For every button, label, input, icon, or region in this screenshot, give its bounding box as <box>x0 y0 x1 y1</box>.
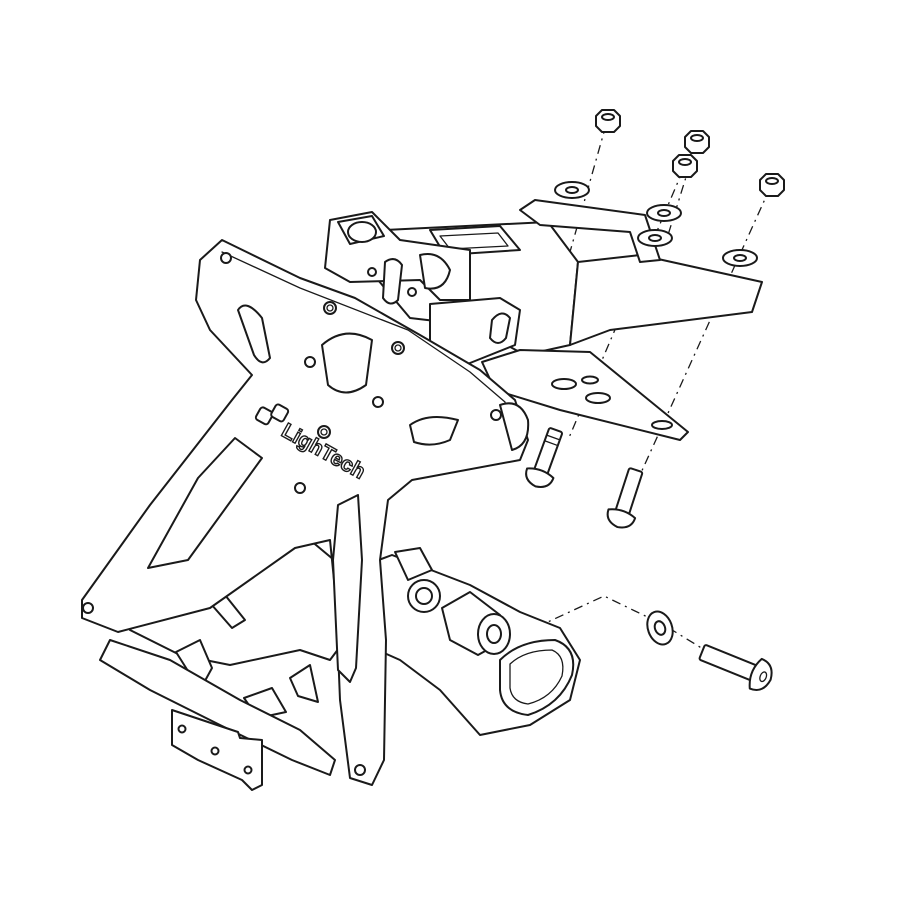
cutout-right-leg <box>332 494 363 683</box>
hinge-pin-end <box>347 221 377 243</box>
cutout-lower-right <box>289 664 319 703</box>
swing-bracket-slot-inner <box>509 649 564 705</box>
holder-hole-3-inner <box>394 344 402 352</box>
holder-pivot-boss <box>499 402 530 451</box>
axis-line-5 <box>497 595 709 653</box>
holder-hole-6-inner <box>320 428 328 436</box>
holder-hole-1 <box>220 252 232 264</box>
washer <box>722 249 758 267</box>
holder-hole-5 <box>372 396 384 408</box>
hinge-hole-1 <box>367 267 377 277</box>
hinge-slot <box>382 258 403 305</box>
plate-hole-2 <box>585 392 611 404</box>
hex-nut <box>672 154 698 178</box>
spacer-bore <box>486 624 502 644</box>
hinge-knuckle <box>419 253 451 290</box>
swing-upper-tab <box>394 547 433 581</box>
fasteners <box>525 109 785 691</box>
swing-bracket-slot <box>499 639 575 716</box>
plate-hole-4 <box>581 375 599 385</box>
tab-hole-3 <box>243 765 253 775</box>
mount-top-plate <box>519 199 661 263</box>
button-head-bolt <box>698 644 773 691</box>
holder-hole-8 <box>82 602 94 614</box>
holder-hole-2-inner <box>326 304 334 312</box>
holder-hole-3 <box>391 341 405 355</box>
washer <box>646 610 674 646</box>
tab-hole-1 <box>177 724 187 734</box>
washer <box>554 181 590 199</box>
lower-swing-bracket <box>337 547 581 736</box>
cutout-top-left <box>237 304 271 364</box>
washer <box>646 204 682 222</box>
hex-nut <box>684 130 710 154</box>
cutout-right <box>409 415 459 446</box>
swing-bushing-hole <box>415 587 433 605</box>
mount-ear-slot <box>489 312 511 344</box>
holder-hole-10 <box>490 409 502 421</box>
holder-hole-6 <box>317 425 331 439</box>
mount-top-slot-inner <box>439 232 509 250</box>
holder-bottom-edge <box>99 639 336 776</box>
washer <box>637 229 673 247</box>
hex-nut <box>759 173 785 197</box>
axis-line-1 <box>544 124 607 341</box>
button-head-bolt <box>606 467 644 529</box>
plate-hole-3 <box>651 420 673 430</box>
holder-hole-7 <box>294 482 306 494</box>
logo-square-2 <box>270 403 290 423</box>
plate-hole-1 <box>551 378 577 390</box>
holder-frame-outline <box>81 239 529 786</box>
holder-hole-4 <box>304 356 316 368</box>
frame-mount-bracket <box>324 199 763 441</box>
button-head-bolt <box>525 427 564 488</box>
hex-nut <box>595 109 621 133</box>
cutout-left-leg <box>147 437 263 569</box>
cutout-center <box>321 332 373 394</box>
holder-hole-2 <box>323 301 337 315</box>
tab-hole-2 <box>210 746 220 756</box>
logo-square-1 <box>254 406 274 426</box>
hinge-hole-2 <box>407 287 417 297</box>
holder-hole-9 <box>354 764 366 776</box>
plate-holder-main: LighTech <box>81 239 530 791</box>
